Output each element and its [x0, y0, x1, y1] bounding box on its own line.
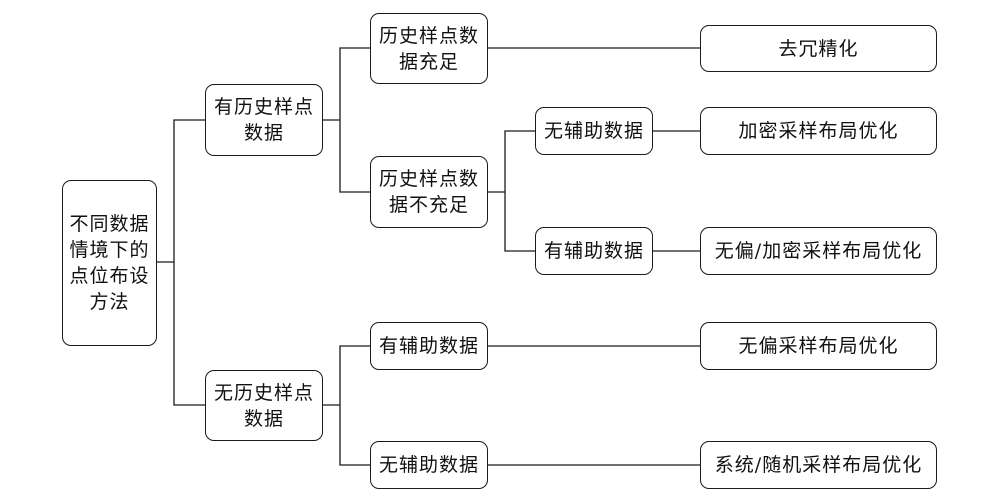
connector-not-enough: [488, 130, 535, 252]
root-line-4: 方法: [89, 291, 130, 313]
result-dedup-node: 去冗精化: [700, 25, 937, 72]
hist-enough-node: 历史样点数 据充足: [370, 13, 488, 84]
result-dense-label: 加密采样布局优化: [738, 120, 899, 142]
aux-yes-lower-label: 有辅助数据: [378, 335, 479, 357]
hist-yes-node: 有历史样点 数据: [205, 84, 323, 156]
hist-yes-line-1: 有历史样点: [213, 96, 314, 118]
aux-no-lower-label: 无辅助数据: [378, 454, 479, 476]
result-dedup-label: 去冗精化: [778, 37, 859, 60]
root-line-2: 情境下的: [69, 239, 150, 261]
aux-no-node-lower: 无辅助数据: [370, 441, 488, 489]
aux-no-node-upper: 无辅助数据: [535, 107, 653, 155]
hist-enough-line-2: 据充足: [398, 50, 459, 73]
hist-no-line-1: 无历史样点: [213, 381, 314, 404]
hist-no-line-2: 数据: [243, 407, 284, 430]
result-unbiased-dense-label: 无偏/加密采样布局优化: [714, 240, 923, 262]
root-line-1: 不同数据: [69, 213, 150, 235]
result-unbiased-label: 无偏采样布局优化: [738, 335, 899, 357]
aux-no-upper-label: 无辅助数据: [543, 120, 644, 142]
result-unbiased-node: 无偏采样布局优化: [700, 322, 937, 370]
result-unbiased-dense-node: 无偏/加密采样布局优化: [700, 227, 937, 275]
result-systematic-node: 系统/随机采样布局优化: [700, 441, 937, 489]
result-systematic-label: 系统/随机采样布局优化: [714, 454, 923, 476]
hist-enough-line-1: 历史样点数: [378, 24, 479, 47]
aux-yes-node-upper: 有辅助数据: [535, 227, 653, 275]
connector-hist-yes: [322, 47, 370, 193]
aux-yes-node-lower: 有辅助数据: [370, 322, 488, 370]
hist-no-node: 无历史样点 数据: [205, 370, 323, 441]
hist-not-enough-line-1: 历史样点数: [378, 168, 479, 190]
root-line-3: 点位布设: [69, 265, 150, 287]
hist-yes-line-2: 数据: [243, 122, 284, 144]
root-node: 不同数据 情境下的 点位布设 方法: [62, 180, 157, 346]
connector-hist-no: [322, 345, 370, 466]
result-dense-node: 加密采样布局优化: [700, 107, 937, 155]
hist-not-enough-line-2: 据不充足: [388, 194, 469, 216]
aux-yes-upper-label: 有辅助数据: [543, 240, 644, 262]
hist-not-enough-node: 历史样点数 据不充足: [370, 156, 488, 228]
connector-root: [156, 119, 205, 406]
